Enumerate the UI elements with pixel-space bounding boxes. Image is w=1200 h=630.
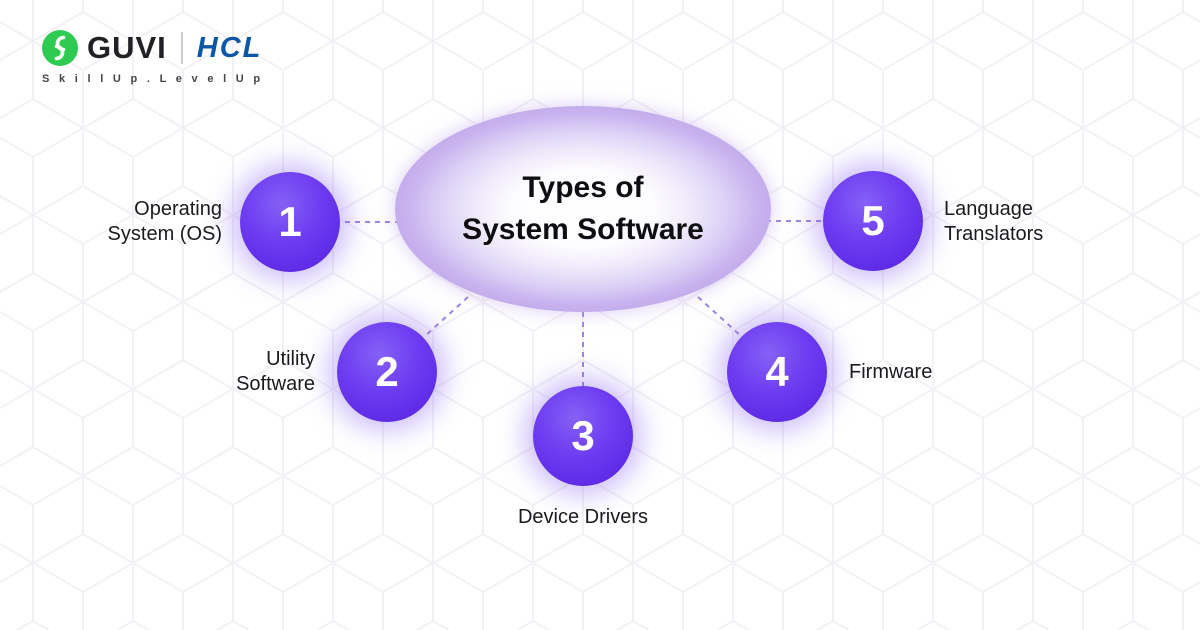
node-number-3: 3 [571,412,595,459]
label-line: Utility [266,348,315,370]
central-topic-ellipse: Types of System Software [395,106,771,312]
diagram-title-line1: Types of [522,171,644,204]
node-circle-operating-system: 1 [240,172,340,272]
node-label-language-translators: Language Translators [944,197,1043,247]
node-circle-utility-software: 2 [337,322,437,422]
node-label-utility-software: Utility Software [165,347,315,397]
connector-line-4 [697,296,742,337]
node-circle-firmware: 4 [727,322,827,422]
label-line: System (OS) [107,223,222,245]
brand-tagline: S k i l l U p . L e v e l U p [42,73,264,85]
node-number-2: 2 [375,348,399,395]
node-label-firmware: Firmware [849,360,932,385]
node-number-5: 5 [861,197,885,244]
diagram-title-line2: System Software [462,213,704,246]
partner-logo-hcl: HCL [196,31,263,64]
label-line: Language [944,198,1033,220]
node-number-4: 4 [765,348,789,395]
node-number-1: 1 [278,198,302,245]
label-line: Device Drivers [517,506,649,528]
guvi-g-icon [42,30,78,66]
node-label-device-drivers: Device Drivers [458,505,708,530]
node-circle-language-translators: 5 [823,171,923,271]
label-line: Software [236,373,315,395]
node-circle-device-drivers: 3 [533,386,633,486]
label-line: Operating [134,198,222,220]
brand-divider [180,32,183,64]
brand-name-guvi: GUVI [87,30,167,65]
label-line: Firmware [849,361,933,383]
brand-header: GUVI HCL S k i l l U p . L e v e l U p [42,30,263,85]
label-line: Translators [944,223,1044,245]
connector-line-2 [424,296,469,337]
node-label-operating-system: Operating System (OS) [52,197,222,247]
